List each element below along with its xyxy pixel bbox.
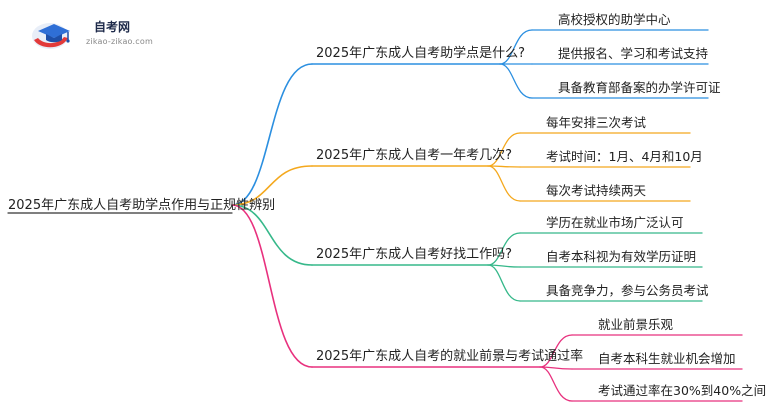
root-topic: 2025年广东成人自考助学点作用与正规性辨别	[8, 198, 276, 213]
leaf-3-1: 学历在就业市场广泛认可	[546, 215, 684, 230]
branch-connector-3	[231, 204, 313, 266]
leaf-connector-4-1	[539, 334, 573, 368]
brand-domain: zikao-zikao.com	[86, 37, 153, 46]
leaf-4-3: 考试通过率在30%到40%之间	[598, 383, 766, 398]
leaf-2-2: 考试时间：1月、4月和10月	[546, 149, 703, 164]
connector-lines	[7, 29, 743, 402]
branch-topic-1: 2025年广东成人自考助学点是什么?	[316, 46, 525, 61]
leaf-connector-2-1	[487, 132, 521, 167]
branch-connector-1	[231, 63, 313, 206]
graduation-cap-icon	[32, 23, 70, 49]
brand-name: 自考网	[94, 20, 131, 34]
branch-connector-2	[231, 165, 313, 206]
leaf-2-3: 每次考试持续两天	[546, 183, 647, 198]
leaf-connector-3-3	[487, 264, 521, 302]
leaf-connector-1-1	[499, 29, 533, 65]
leaf-1-3: 具备教育部备案的办学许可证	[558, 80, 721, 95]
brand-logo: 自考网 zikao-zikao.com	[28, 16, 178, 52]
leaf-connector-4-3	[539, 366, 573, 402]
leaf-3-2: 自考本科视为有效学历证明	[546, 249, 697, 264]
leaf-1-1: 高校授权的助学中心	[558, 12, 671, 27]
leaf-connector-3-1	[487, 232, 521, 266]
leaf-2-1: 每年安排三次考试	[546, 115, 647, 130]
branch-topic-3: 2025年广东成人自考好找工作吗?	[316, 247, 512, 262]
branch-topic-2: 2025年广东成人自考一年考几次?	[316, 148, 512, 163]
leaf-connector-2-3	[487, 165, 521, 202]
branch-topic-4: 2025年广东成人自考的就业前景与考试通过率	[316, 349, 584, 364]
branch-connector-4	[231, 204, 313, 368]
leaf-3-3: 具备竞争力，参与公务员考试	[546, 283, 709, 298]
leaf-connector-1-3	[499, 63, 533, 99]
leaf-4-2: 自考本科生就业机会增加	[598, 351, 736, 366]
mind-map: 自考网 zikao-zikao.com 2025年广东成人自考助学点作用与正规性…	[7, 12, 766, 402]
leaf-1-2: 提供报名、学习和考试支持	[558, 46, 709, 61]
leaf-4-1: 就业前景乐观	[598, 317, 674, 332]
